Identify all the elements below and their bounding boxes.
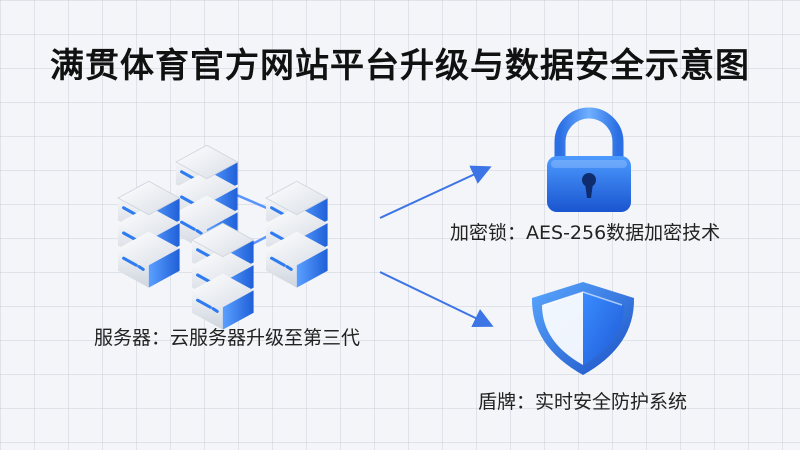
server-stack-left [118, 181, 180, 287]
server-cluster-icon [118, 145, 328, 329]
lock-icon [547, 107, 631, 212]
server-stack-right [266, 181, 328, 287]
page-title: 满贯体育官方网站平台升级与数据安全示意图 [50, 46, 750, 86]
lock-label: 加密锁：AES-256数据加密技术 [450, 222, 721, 244]
server-label: 服务器：云服务器升级至第三代 [94, 327, 361, 349]
arrow-icon [379, 165, 492, 219]
shield-icon [531, 282, 635, 375]
server-stack-bottom [192, 223, 254, 329]
shield-label: 盾牌：实时安全防护系统 [478, 391, 688, 413]
arrow-icon [379, 271, 494, 328]
